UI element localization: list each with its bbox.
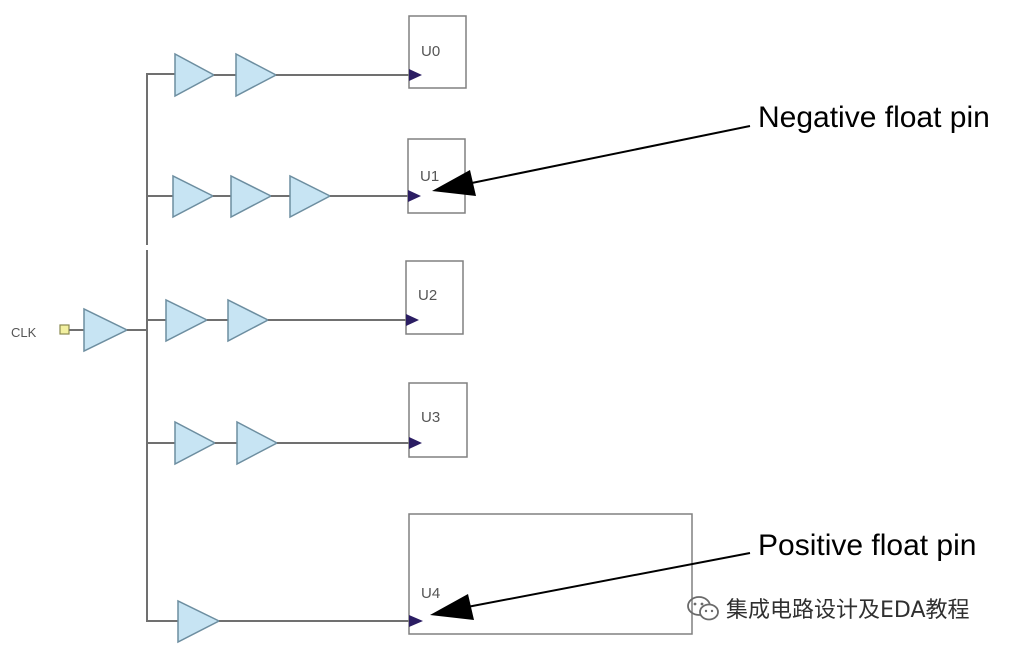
clock-pin bbox=[409, 69, 422, 81]
clock-pin bbox=[409, 437, 422, 449]
clock-buffer bbox=[236, 420, 279, 466]
clock-pin bbox=[406, 314, 419, 326]
root-clock-buffer bbox=[83, 307, 129, 353]
clock-buffer bbox=[177, 599, 221, 644]
clock-buffer bbox=[289, 174, 332, 219]
clock-pin bbox=[408, 190, 421, 202]
clock-buffer bbox=[235, 52, 278, 98]
clock-port-label: CLK bbox=[11, 325, 37, 340]
clock-buffer bbox=[230, 174, 273, 219]
branch-u2 bbox=[148, 298, 408, 343]
wechat-icon bbox=[686, 594, 720, 622]
cell-u1-label: U1 bbox=[420, 168, 439, 185]
cell-u0-label: U0 bbox=[421, 43, 440, 60]
cell-u3-label: U3 bbox=[421, 409, 440, 426]
branch-u4 bbox=[147, 599, 410, 644]
branch-u0 bbox=[147, 52, 410, 98]
branch-u1 bbox=[147, 174, 410, 219]
clock-buffer bbox=[227, 298, 270, 343]
clock-port-pin bbox=[59, 324, 70, 335]
watermark-text: 集成电路设计及EDA教程 bbox=[726, 598, 970, 623]
negative-float-arrow bbox=[432, 125, 751, 196]
branch-u3 bbox=[147, 420, 410, 466]
cell-u0: U0 bbox=[408, 15, 467, 89]
clock-buffer bbox=[172, 174, 215, 219]
clock-buffer bbox=[165, 298, 209, 343]
cell-u2-label: U2 bbox=[418, 287, 437, 304]
cell-u2: U2 bbox=[405, 260, 464, 335]
cell-u3: U3 bbox=[408, 382, 468, 458]
negative-float-pin-label: Negative float pin bbox=[758, 101, 990, 134]
clock-pin bbox=[409, 615, 423, 627]
cell-u1: U1 bbox=[407, 138, 466, 214]
positive-float-pin-label: Positive float pin bbox=[758, 529, 977, 562]
positive-float-arrow bbox=[430, 552, 751, 620]
watermark: 集成电路设计及EDA教程 bbox=[686, 592, 970, 624]
clock-port: CLK bbox=[11, 324, 84, 340]
clock-buffer bbox=[174, 420, 217, 466]
clock-buffer bbox=[174, 52, 216, 98]
cell-u4-label: U4 bbox=[421, 585, 440, 602]
